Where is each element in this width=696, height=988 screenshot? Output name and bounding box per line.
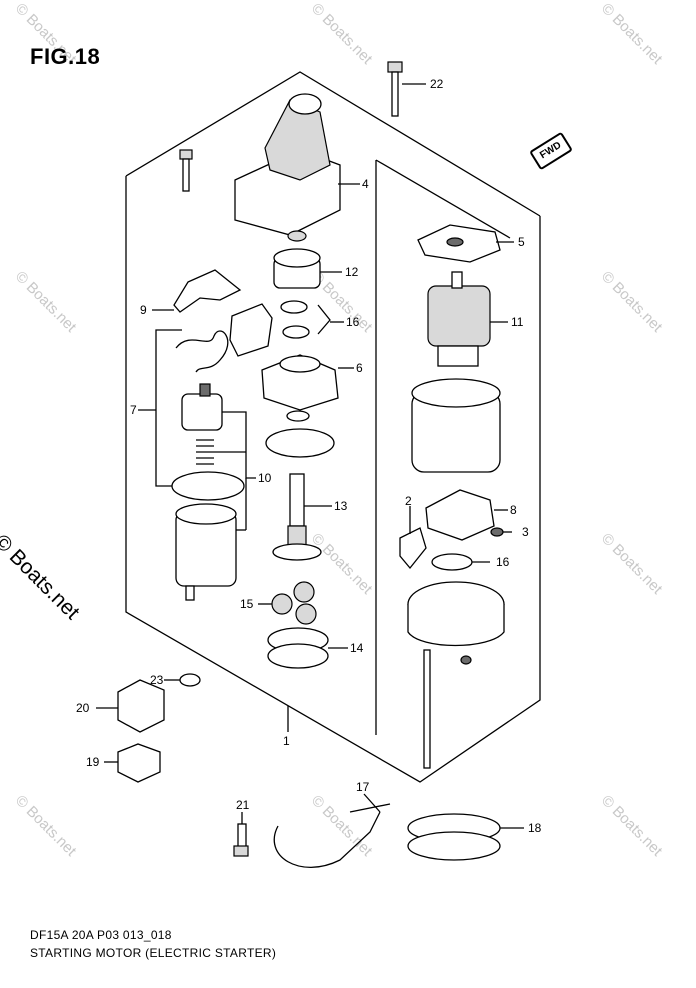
- assembly-inner-outline: [375, 159, 511, 239]
- callout-8[interactable]: 8: [510, 503, 517, 517]
- drawing-code: DF15A 20A P03 013_018: [30, 928, 172, 942]
- callout-12[interactable]: 12: [345, 265, 359, 279]
- nut-3: [490, 527, 504, 537]
- ring-gear-14: [267, 627, 329, 669]
- armature-11: [427, 271, 491, 367]
- washer: [286, 410, 310, 422]
- end-cover: [407, 581, 505, 647]
- callout-14[interactable]: 14: [350, 641, 364, 655]
- callout-18[interactable]: 18: [528, 821, 542, 835]
- callout-21[interactable]: 21: [236, 798, 250, 812]
- callout-20[interactable]: 20: [76, 701, 90, 715]
- yoke: [411, 378, 501, 473]
- brush-holder-8: [425, 489, 495, 541]
- callout-22[interactable]: 22: [430, 77, 444, 91]
- callout-11[interactable]: 11: [511, 315, 524, 329]
- callout-15[interactable]: 15: [240, 597, 254, 611]
- plate-5: [417, 224, 501, 263]
- callout-13[interactable]: 13: [334, 499, 348, 513]
- callout-17[interactable]: 17: [356, 780, 370, 794]
- callout-19[interactable]: 19: [86, 755, 100, 769]
- callout-5[interactable]: 5: [518, 235, 525, 249]
- callout-1[interactable]: 1: [283, 734, 290, 748]
- callout-7[interactable]: 7: [130, 403, 137, 417]
- callout-3[interactable]: 3: [522, 525, 529, 539]
- spring-wire: [175, 330, 229, 373]
- ring-16: [282, 325, 310, 339]
- relay-19: [117, 743, 161, 783]
- shaft-13: [272, 473, 322, 561]
- nut-23: [179, 673, 201, 687]
- gear-15: [293, 581, 315, 603]
- pinion-gear-12: [273, 230, 321, 289]
- solenoid-cover-4: [234, 93, 341, 236]
- callout-16b[interactable]: 16: [496, 555, 510, 569]
- callout-2[interactable]: 2: [405, 494, 412, 508]
- through-bolt: [423, 649, 431, 769]
- callout-4[interactable]: 4: [362, 177, 369, 191]
- figure-description: STARTING MOTOR (ELECTRIC STARTER): [30, 946, 277, 960]
- ring-16: [280, 300, 308, 314]
- gear-15: [271, 593, 293, 615]
- assembly-outline: [125, 71, 541, 217]
- strap-17: [273, 811, 381, 868]
- callout-6[interactable]: 6: [356, 361, 363, 375]
- figure-title: FIG.18: [30, 44, 101, 69]
- solenoid: [175, 503, 237, 601]
- bolt-21: [233, 823, 249, 857]
- brush-2: [399, 527, 427, 570]
- gear-15: [295, 603, 317, 625]
- callout-9[interactable]: 9: [140, 303, 147, 317]
- band-18: [407, 813, 501, 861]
- nut: [460, 655, 472, 665]
- bolt-22: [387, 61, 403, 117]
- gasket: [265, 428, 335, 458]
- callout-10[interactable]: 10: [258, 471, 272, 485]
- plate-10: [171, 471, 245, 501]
- bracket: [229, 303, 273, 357]
- housing-6: [261, 354, 339, 411]
- washer-16: [431, 553, 473, 571]
- callout-23[interactable]: 23: [150, 673, 164, 687]
- assembly-outline: [125, 176, 541, 783]
- lever-9: [173, 269, 242, 313]
- strap-17: [349, 803, 391, 813]
- spring: [196, 439, 214, 465]
- bolt: [179, 149, 193, 192]
- relay-20: [117, 679, 165, 733]
- relay-7: [181, 383, 223, 431]
- callout-16[interactable]: 16: [346, 315, 360, 329]
